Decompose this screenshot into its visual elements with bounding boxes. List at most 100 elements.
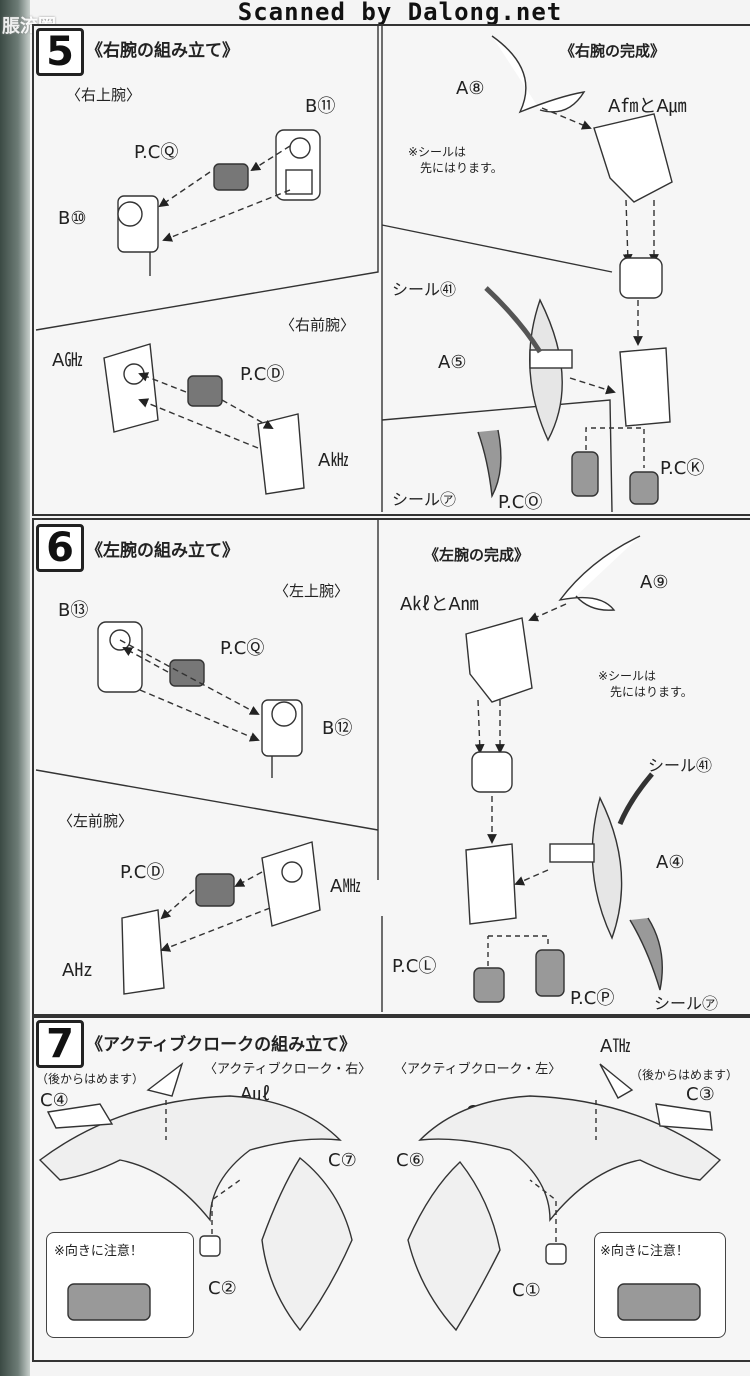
rear-note-left: （後からはめます） <box>36 1072 145 1086</box>
part-c1 <box>545 1243 567 1265</box>
cloak-right-title: 〈アクティブクローク・右〉 <box>204 1062 372 1077</box>
label-pcd-6: P.CⒹ <box>120 862 165 883</box>
label-a20: A㎐ <box>62 960 93 981</box>
part-c7 <box>261 1156 353 1332</box>
part-pco <box>571 451 599 497</box>
part-b13 <box>97 621 143 693</box>
label-b10: B⑩ <box>58 208 87 229</box>
part-pcq-6 <box>169 659 205 687</box>
scan-edge <box>0 0 30 1376</box>
step-5-seal-note: ※シールは 先にはります。 <box>408 145 503 175</box>
label-seal-sa-6: シール㊶ <box>648 756 713 775</box>
part-c3 <box>655 1103 713 1131</box>
left-upper-arm-title: 〈左上腕〉 <box>274 582 350 600</box>
part-pcq-5 <box>213 163 249 191</box>
label-pcl: P.CⓁ <box>392 956 437 977</box>
scanner-credit: Scanned by Dalong.net <box>237 0 563 26</box>
part-a5-shield <box>529 298 573 442</box>
part-pcd-6 <box>195 873 235 907</box>
step-6-complete-title: 《左腕の完成》 <box>424 546 530 564</box>
step-6-title: 《左腕の組み立て》 <box>86 541 239 561</box>
part-a21 <box>257 413 305 495</box>
part-a25 <box>146 1062 184 1097</box>
label-pco: P.CⓄ <box>498 492 543 513</box>
label-b13: B⑬ <box>58 600 89 621</box>
step-5-complete-title: 《右腕の完成》 <box>560 42 666 60</box>
part-a29-a31 <box>593 113 673 203</box>
part-forearm-6 <box>465 843 517 925</box>
step-7-number: 7 <box>36 1020 84 1068</box>
part-a20 <box>121 909 165 995</box>
part-seal-a-5 <box>477 429 502 499</box>
part-b12 <box>261 699 303 778</box>
label-seal-sa-5: シール㊶ <box>392 280 457 299</box>
label-a4: A④ <box>656 852 685 873</box>
label-a8: A⑧ <box>456 78 485 99</box>
rear-note-right: （後からはめます） <box>630 1068 739 1082</box>
part-pck <box>629 471 659 505</box>
part-cloak-left <box>407 1063 722 1332</box>
step-6-seal-note: ※シールは 先にはります。 <box>598 669 693 699</box>
label-seal-a-5: シール㋐ <box>392 490 457 509</box>
label-a29-a31: A㎙とA㎛ <box>608 96 687 117</box>
part-forearm-5 <box>619 347 671 427</box>
label-c4: C④ <box>40 1090 69 1111</box>
step-6-number: 6 <box>36 524 84 572</box>
part-a22 <box>261 841 321 927</box>
part-a9 <box>558 535 641 611</box>
divider-5b <box>381 224 613 273</box>
part-c2 <box>199 1235 221 1257</box>
step-5-number: 5 <box>36 28 84 76</box>
part-pcl <box>473 967 505 1003</box>
part-c2-closeup <box>67 1283 151 1321</box>
label-c6: C⑥ <box>396 1150 425 1171</box>
label-a22: A㎒ <box>330 876 361 897</box>
left-forearm-title: 〈左前腕〉 <box>58 812 134 830</box>
label-a24: A㎔ <box>600 1036 631 1057</box>
part-a24 <box>599 1063 634 1099</box>
part-pcp <box>535 949 565 997</box>
part-seal-sa-5 <box>484 286 543 354</box>
right-forearm-title: 〈右前腕〉 <box>280 316 356 334</box>
label-pcp: P.CⓅ <box>570 988 615 1009</box>
label-b11: B⑪ <box>305 96 336 117</box>
label-c2: C② <box>208 1278 237 1299</box>
caution-text-left: ※向きに注意！ <box>54 1244 143 1259</box>
step-5-title: 《右腕の組み立て》 <box>86 41 239 61</box>
label-pcd-5: P.CⒹ <box>240 364 285 385</box>
part-shoulder-joint-6 <box>471 751 513 793</box>
part-a23 <box>103 343 159 433</box>
part-c1-closeup <box>617 1283 701 1321</box>
label-a28-a30: A㎘とA㎚ <box>400 594 479 615</box>
part-c6 <box>407 1160 501 1332</box>
divider-5a <box>35 24 379 331</box>
part-pcd-5 <box>187 375 223 407</box>
part-b10 <box>117 195 159 276</box>
label-c1: C① <box>512 1280 541 1301</box>
step-7-title: 《アクティブクロークの組み立て》 <box>86 1035 357 1055</box>
part-cloak-right <box>38 1062 353 1332</box>
label-a9: A⑨ <box>640 572 669 593</box>
label-c3: C③ <box>686 1084 715 1105</box>
label-pcq-6: P.CⓆ <box>220 638 265 659</box>
part-seal-sa-6 <box>617 772 654 825</box>
part-a8 <box>491 35 586 114</box>
caution-text-right: ※向きに注意！ <box>600 1244 689 1259</box>
label-b12: B⑫ <box>322 718 353 739</box>
label-c7: C⑦ <box>328 1150 357 1171</box>
part-a28-a30 <box>465 617 533 703</box>
part-a4-shield <box>549 796 623 940</box>
right-upper-arm-title: 〈右上腕〉 <box>66 86 142 104</box>
cloak-left-title: 〈アクティブクローク・左〉 <box>394 1062 562 1077</box>
label-a23: A㎓ <box>52 350 83 371</box>
part-shoulder-joint-5 <box>619 257 663 299</box>
divider-5c <box>381 399 613 513</box>
part-seal-a-6 <box>629 917 663 991</box>
label-pck: P.CⓀ <box>660 458 705 479</box>
label-pcq-5: P.CⓆ <box>134 142 179 163</box>
label-seal-a-6: シール㋐ <box>654 994 719 1013</box>
label-a21: A㎑ <box>318 450 349 471</box>
part-c4 <box>46 1103 114 1129</box>
